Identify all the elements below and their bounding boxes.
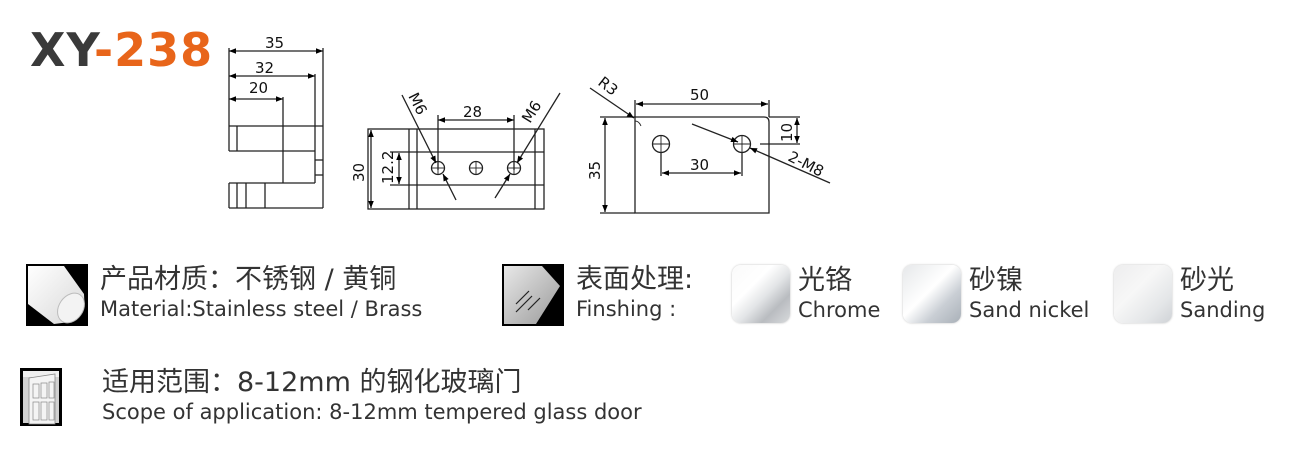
- dim-top-35: 35: [586, 161, 604, 180]
- finishing-label-cn: 表面处理:: [576, 264, 694, 295]
- front-view: [367, 92, 561, 210]
- model-title: XY-238: [30, 22, 213, 78]
- scope-row: 适用范围：8-12mm 的钢化玻璃门 Scope of application:…: [20, 367, 642, 426]
- dim-front-30: 30: [350, 163, 368, 182]
- thread-left-label: M6: [404, 90, 430, 118]
- sanding-label-en: Sanding: [1180, 298, 1266, 322]
- sanding-label-cn: 砂光: [1180, 265, 1234, 296]
- model-number: 238: [114, 23, 214, 77]
- scope-label-en: Scope of application: 8-12mm tempered gl…: [102, 400, 642, 424]
- door-icon: [20, 368, 62, 426]
- finishing-label-en: Finshing :: [576, 297, 677, 321]
- chrome-label-cn: 光铬: [798, 265, 852, 296]
- chrome-label-en: Chrome: [798, 298, 881, 322]
- material-label-cn: 产品材质：不锈钢 / 黄铜: [100, 264, 397, 295]
- chrome-swatch: [732, 265, 790, 323]
- radius-label: R3: [595, 73, 622, 99]
- dim-top-30: 30: [690, 156, 709, 174]
- sand-nickel-label-cn: 砂镍: [969, 265, 1023, 296]
- dim-side-20: 20: [249, 79, 268, 97]
- dim-top-10: 10: [778, 123, 796, 142]
- material-label-en: Material:Stainless steel / Brass: [100, 297, 423, 321]
- sand-nickel-label-en: Sand nickel: [969, 298, 1090, 322]
- glass-panel-icon: [502, 264, 564, 326]
- scope-label-cn: 适用范围：8-12mm 的钢化玻璃门: [102, 367, 522, 398]
- model-prefix: XY: [30, 23, 95, 77]
- dim-top-50: 50: [690, 86, 709, 104]
- holes-label: 2-M8: [785, 148, 827, 181]
- finish-option-chrome: 光铬 Chrome: [732, 265, 880, 323]
- side-view: [228, 48, 324, 209]
- thread-right-label: M6: [518, 98, 545, 127]
- dim-side-35: 35: [265, 34, 284, 52]
- metal-rod-icon: [26, 264, 88, 326]
- finish-option-sanding: 砂光 Sanding: [1114, 265, 1265, 323]
- sand-nickel-swatch: [903, 265, 961, 323]
- sanding-swatch: [1114, 265, 1172, 323]
- material-row: 产品材质：不锈钢 / 黄铜 Material:Stainless steel /…: [26, 264, 422, 326]
- finishing-row: 表面处理: Finshing :: [502, 264, 693, 326]
- dim-front-28: 28: [463, 103, 482, 121]
- technical-drawings: 35 32 20 30 12.2 28 M6 M6: [228, 34, 831, 214]
- dim-front-12-2: 12.2: [379, 151, 397, 184]
- dim-side-32: 32: [255, 59, 274, 77]
- finish-option-sand-nickel: 砂镍 Sand nickel: [903, 265, 1089, 323]
- top-view: [589, 87, 831, 214]
- model-dash: -: [94, 23, 115, 77]
